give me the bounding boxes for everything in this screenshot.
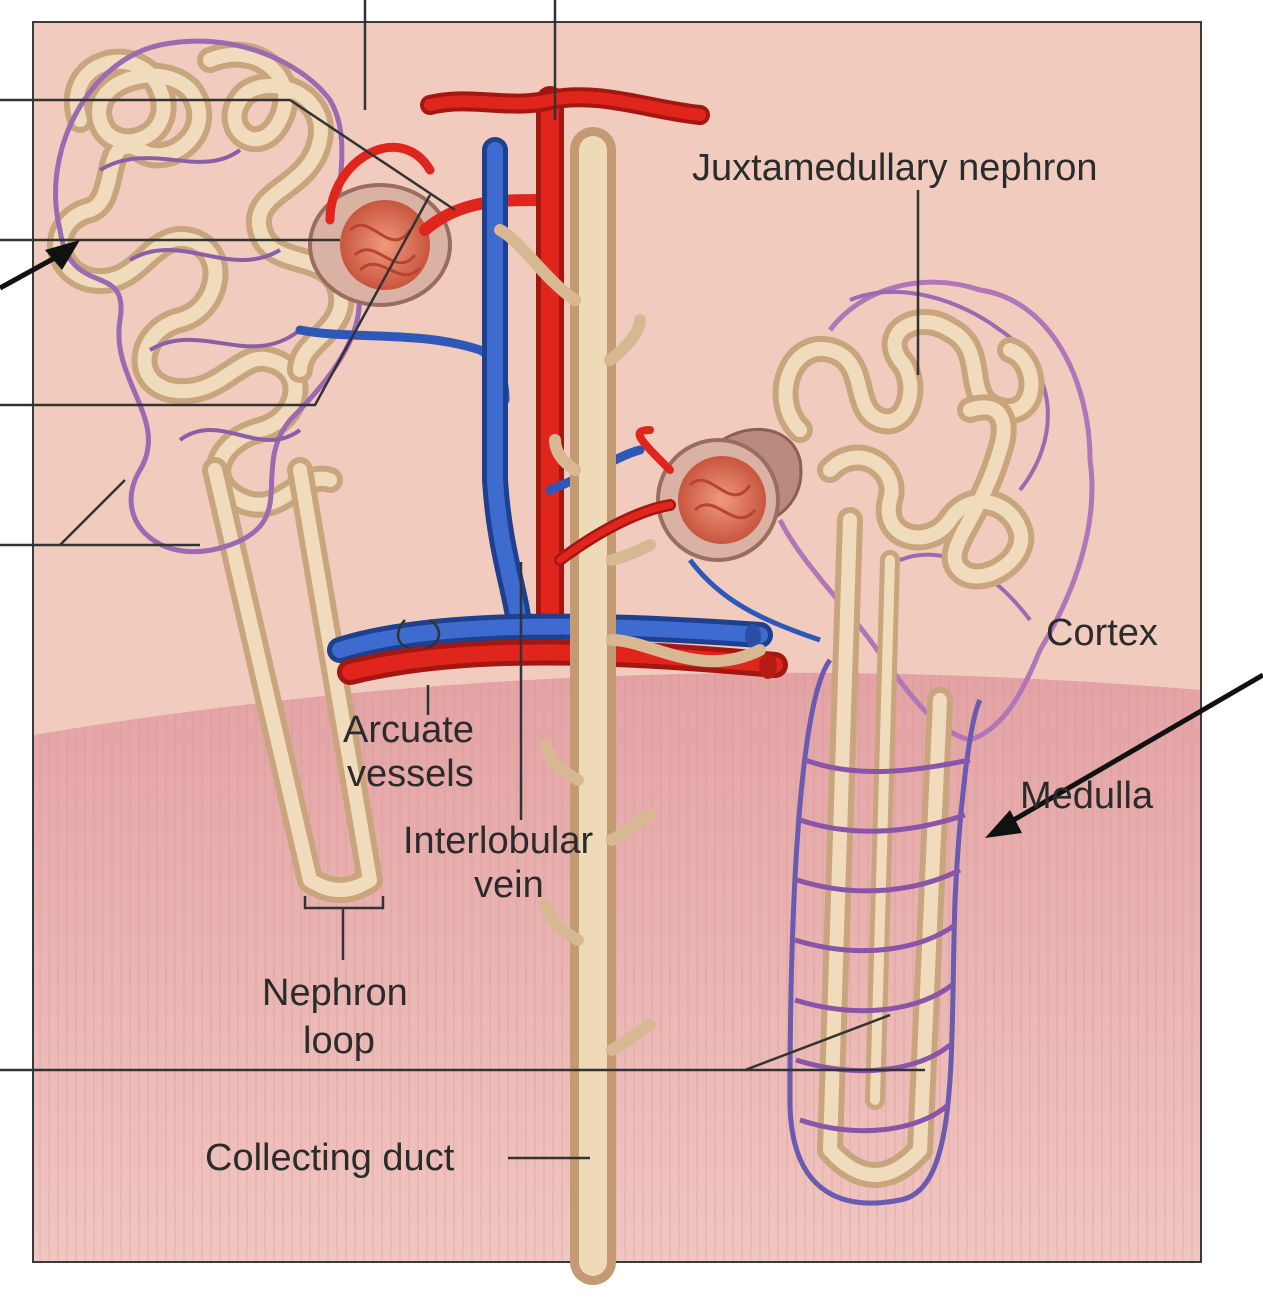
arcuate-artery-lumen bbox=[759, 653, 777, 679]
label-interlobular-line2: vein bbox=[474, 864, 544, 906]
juxtamedullary-glomerulus bbox=[678, 456, 766, 544]
juxtamedullary-nephron bbox=[554, 279, 1095, 1206]
cortical-nephron bbox=[47, 38, 546, 903]
arrow-right-shaft bbox=[1003, 672, 1263, 828]
label-nephron-loop-line2: loop bbox=[303, 1020, 375, 1062]
label-nephron-loop-line1: Nephron bbox=[262, 972, 408, 1014]
leader-left-1 bbox=[0, 98, 456, 212]
label-collecting-duct: Collecting duct bbox=[205, 1137, 455, 1179]
leader-nephron-loop bbox=[303, 896, 385, 960]
pointer-arrows bbox=[0, 240, 1263, 838]
label-arcuate-line2: vessels bbox=[347, 753, 474, 795]
collecting-duct bbox=[494, 127, 766, 1285]
leader-bottom bbox=[0, 1013, 925, 1072]
label-medulla: Medulla bbox=[1020, 775, 1154, 817]
leader-left-4 bbox=[0, 479, 200, 547]
arcuate-vein-lumen bbox=[745, 624, 761, 648]
leader-left-3 bbox=[0, 194, 432, 407]
label-interlobular-line1: Interlobular bbox=[403, 820, 593, 862]
arrow-right-head bbox=[985, 810, 1022, 838]
leader-lines bbox=[0, 0, 925, 1160]
arrow-left-shaft bbox=[0, 252, 62, 291]
arcuate-bracket bbox=[396, 618, 441, 650]
label-cortex: Cortex bbox=[1046, 612, 1158, 654]
figure-frame bbox=[32, 21, 1202, 1263]
label-juxtamedullary-nephron: Juxtamedullary nephron bbox=[692, 147, 1098, 189]
arrow-left-head bbox=[45, 240, 80, 270]
label-arcuate-line1: Arcuate bbox=[343, 709, 474, 751]
